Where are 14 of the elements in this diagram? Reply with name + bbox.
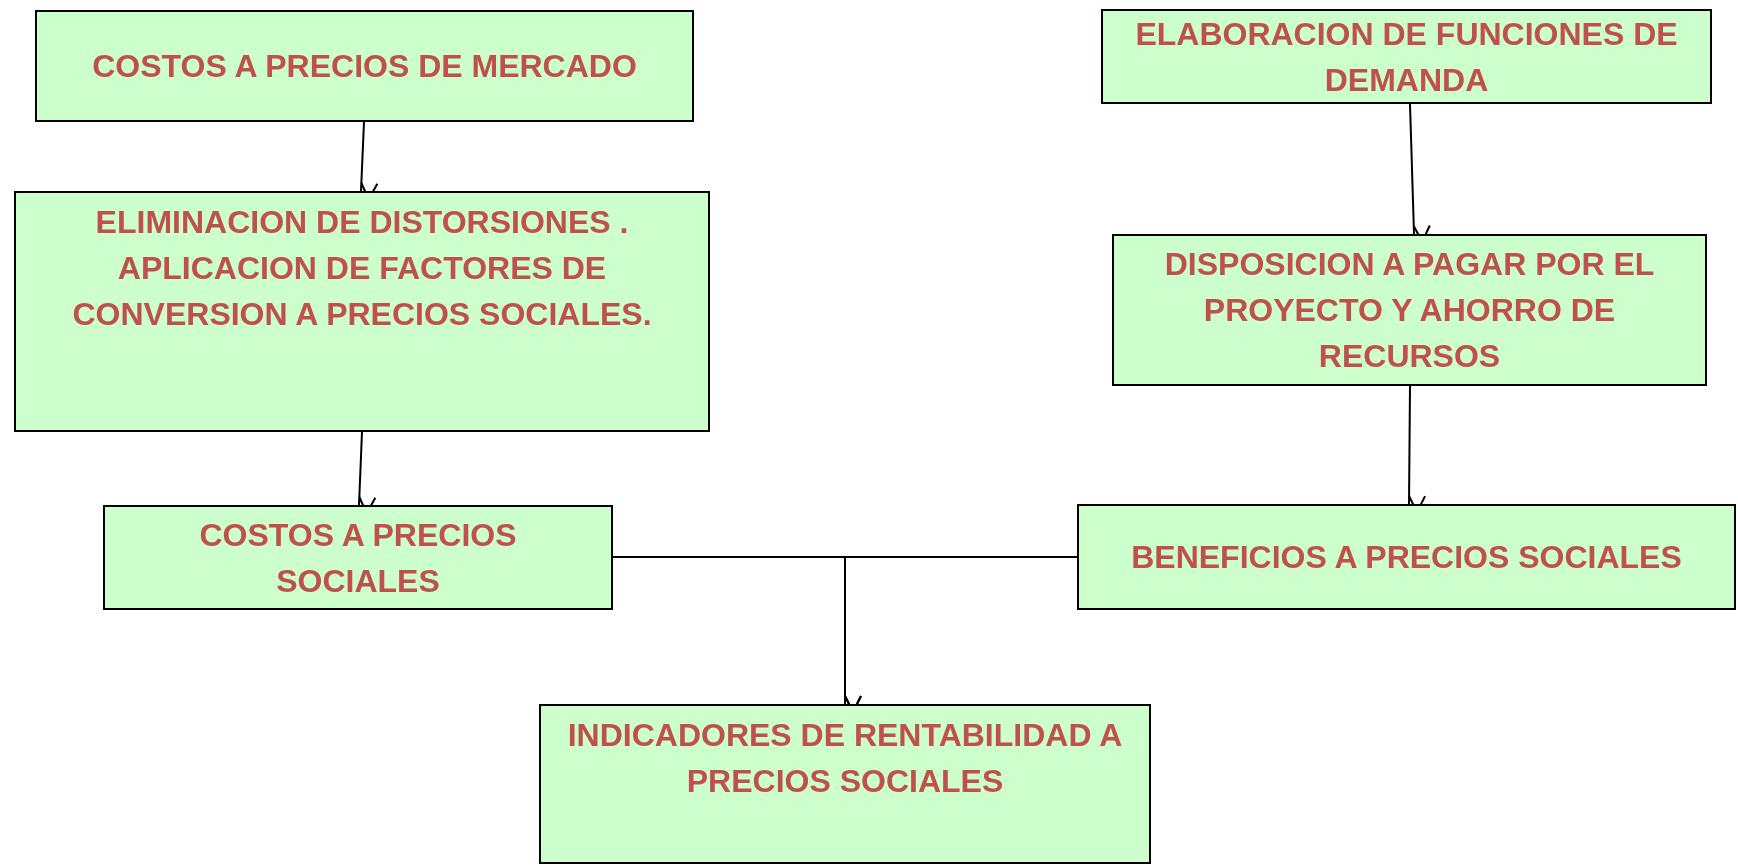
process-box: [1101, 9, 1712, 104]
process-box: [35, 10, 694, 122]
process-box: [1112, 234, 1707, 386]
process-box: [1077, 504, 1736, 610]
box-label: INDICADORES DE RENTABILIDAD A PRECIOS SOCIALES: [566, 716, 1124, 801]
process-box: [14, 191, 710, 432]
process-box: [539, 704, 1151, 864]
box-label: COSTOS A PRECIOS SOCIALES: [198, 515, 518, 601]
box-label: BENEFICIOS A PRECIOS SOCIALES: [1131, 538, 1682, 577]
process-box: [103, 505, 613, 610]
box-label: ELABORACION DE FUNCIONES DE DEMANDA: [1134, 14, 1679, 100]
box-label: ELIMINACION DE DISTORSIONES . APLICACION DE FACTORES DE CONVERSION A PRECIOS SOCIALES.: [71, 203, 653, 334]
box-label: DISPOSICION A PAGAR POR EL PROYECTO Y AHORRO DE RECURSOS: [1163, 245, 1656, 376]
box-label: COSTOS A PRECIOS DE MERCADO: [92, 47, 637, 86]
